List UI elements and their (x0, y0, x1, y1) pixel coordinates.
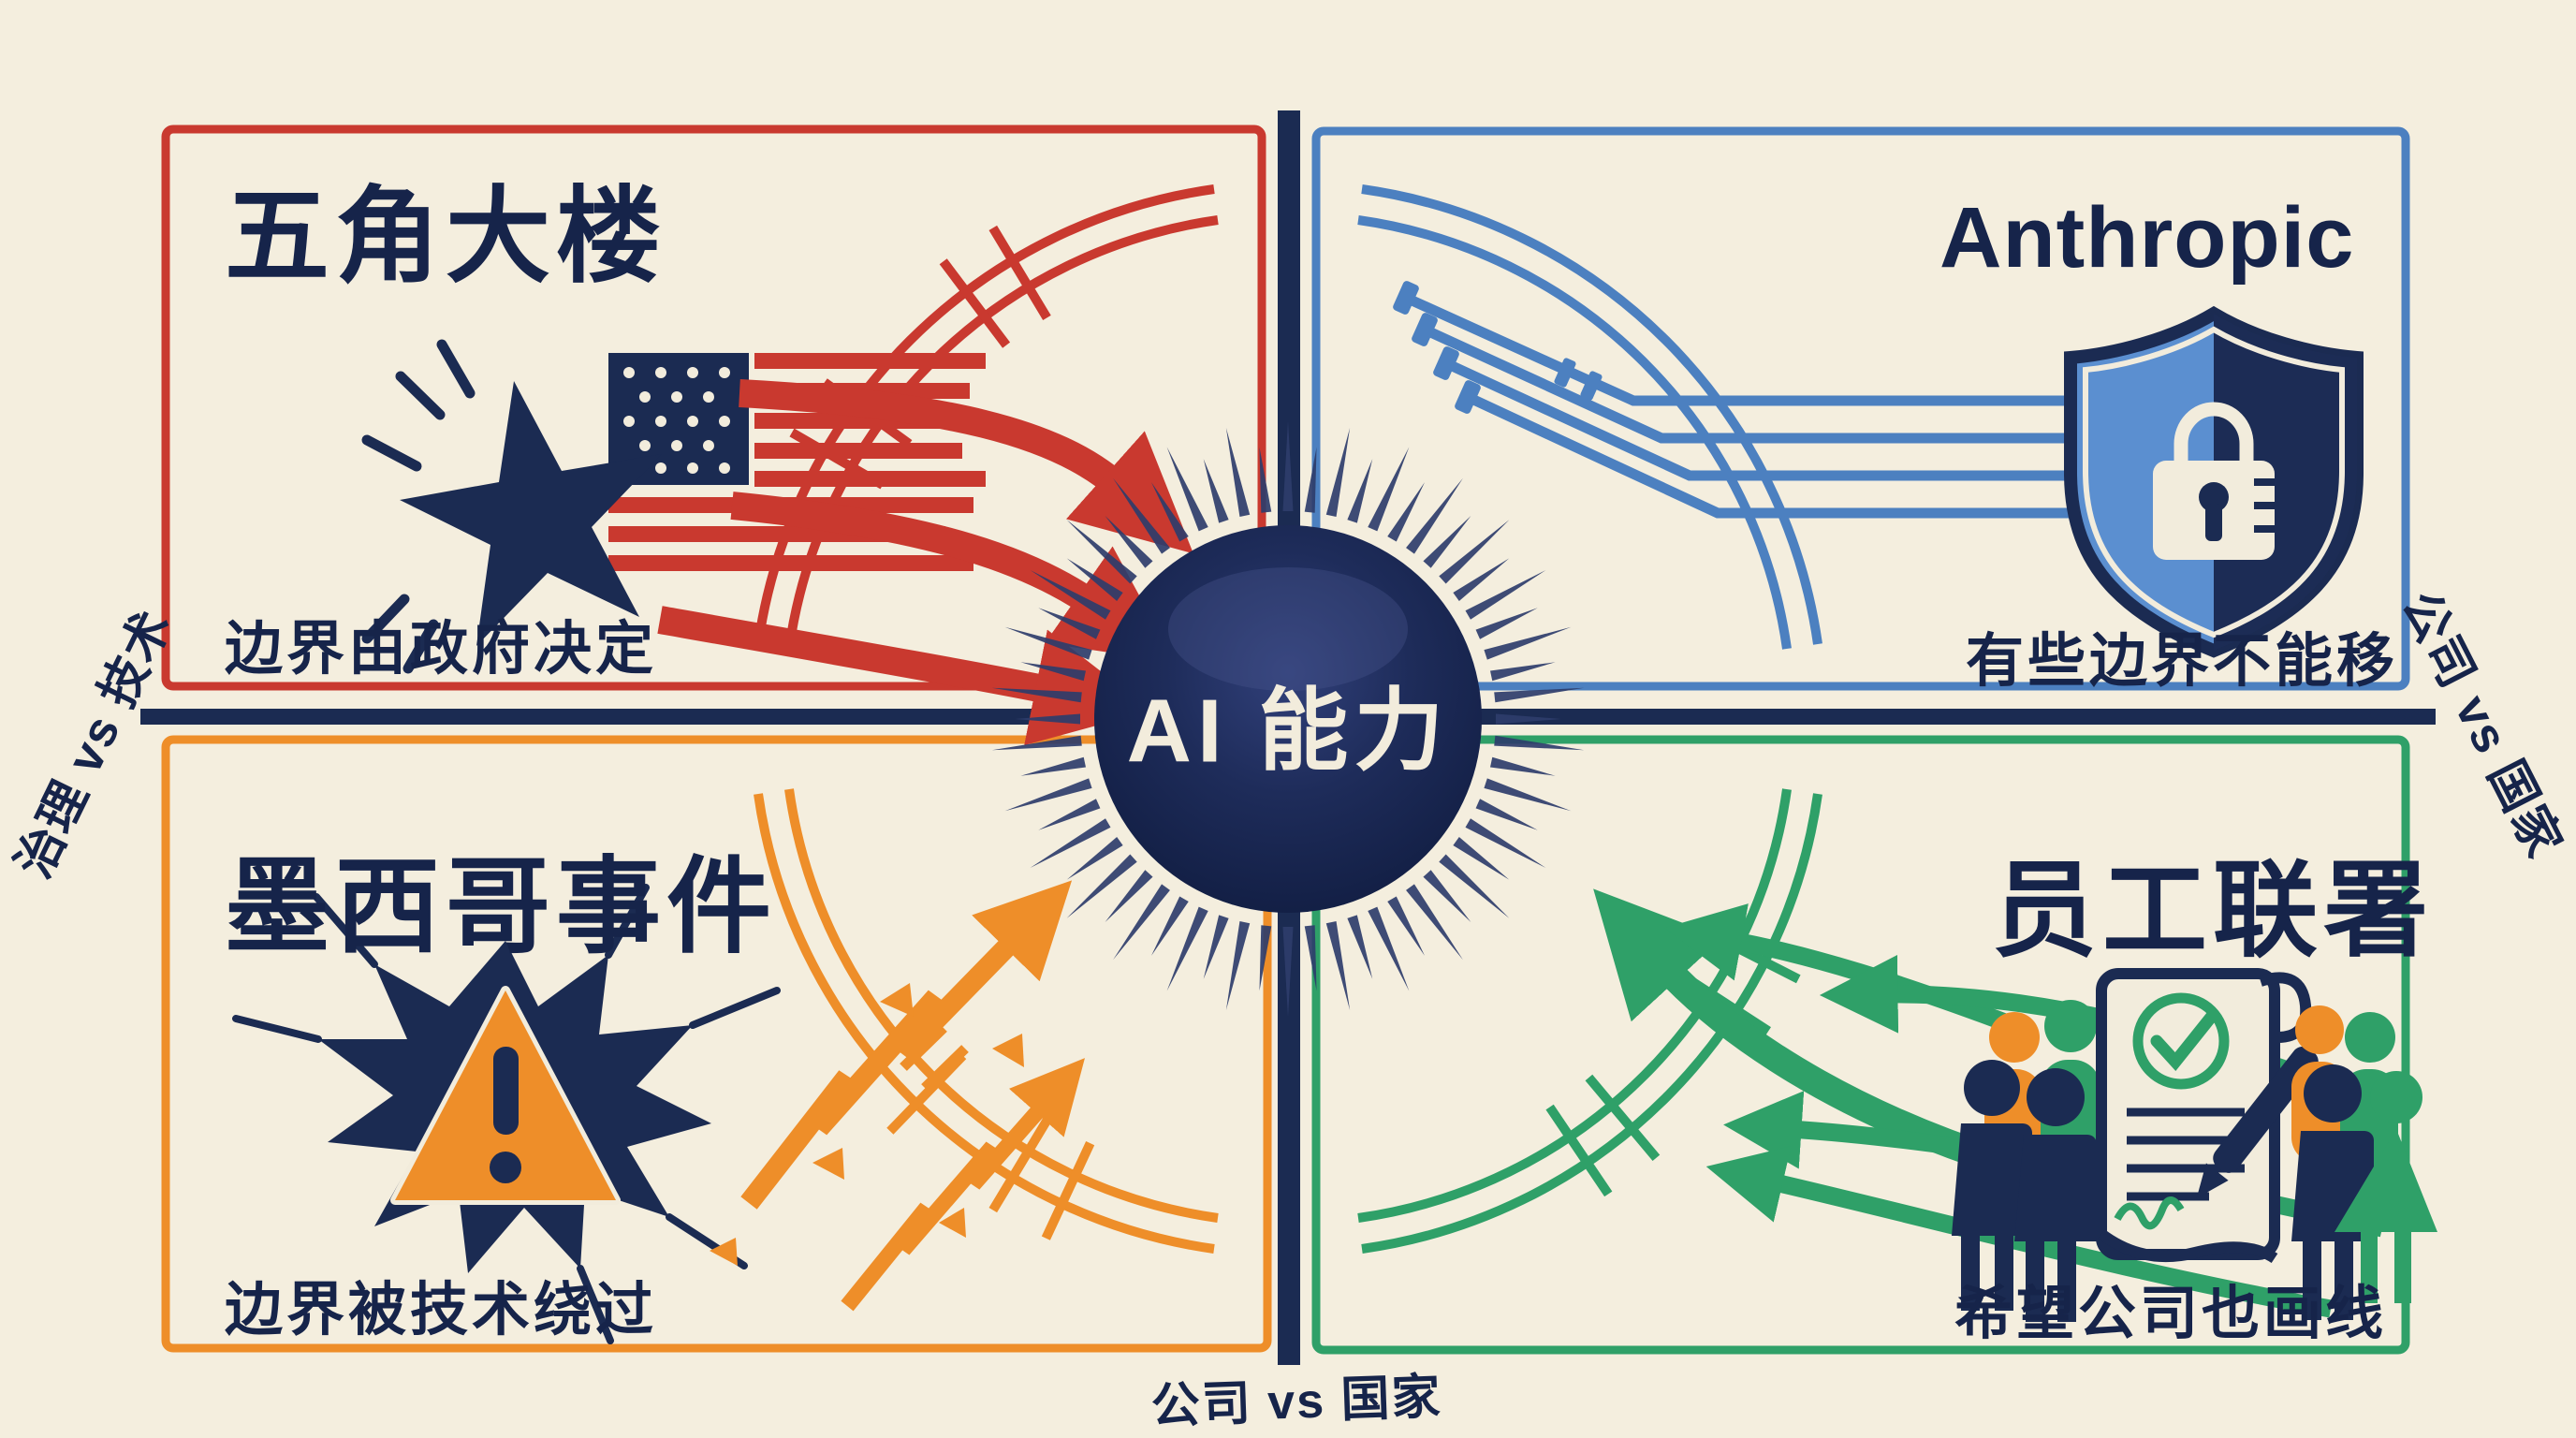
center-circle-highlight (1168, 567, 1408, 691)
pentagon-frame (161, 125, 1266, 691)
quadrant-subtitle-pentagon: 边界由政府决定 (225, 617, 658, 682)
circuit-traces (1393, 281, 2101, 519)
people-right (2291, 1005, 2437, 1320)
quadrant-subtitle-anthropic: 有些边界不能移 (1966, 629, 2399, 694)
center-label: AI 能力 (1126, 681, 1450, 782)
red-arrows-to-center (657, 379, 1193, 746)
us-star-flag-icon (361, 339, 986, 674)
anthropic-frame (1311, 126, 2410, 691)
pen-icon (2196, 1046, 2319, 1198)
axis-label-bottom: 公司 vs 国家 (1149, 1370, 1443, 1434)
people-left (1952, 1000, 2100, 1322)
quadrant-title-pentagon: 五角大楼 (225, 178, 666, 295)
quadrant-title-petition: 员工联署 (1992, 852, 2434, 969)
quadrant-frames (161, 125, 2410, 1355)
petition-frame (1311, 735, 2410, 1355)
quadrant-title-mexico: 墨西哥事件 (225, 848, 777, 965)
quadrant-title-anthropic: Anthropic (1939, 190, 2355, 286)
warning-crack-icon (232, 884, 781, 1344)
mexico-frame (161, 735, 1272, 1353)
sunburst-spikes (991, 421, 1585, 1017)
quadrant-subtitle-petition: 希望公司也画线 (1954, 1282, 2388, 1346)
quadrant-subtitle-mexico: 边界被技术绕过 (225, 1278, 658, 1343)
lightning-arrows-to-center (710, 880, 1085, 1312)
center-circle (1094, 525, 1482, 913)
petition-signing-icon (1952, 968, 2437, 1322)
shield-lock-icon (2064, 305, 2364, 658)
